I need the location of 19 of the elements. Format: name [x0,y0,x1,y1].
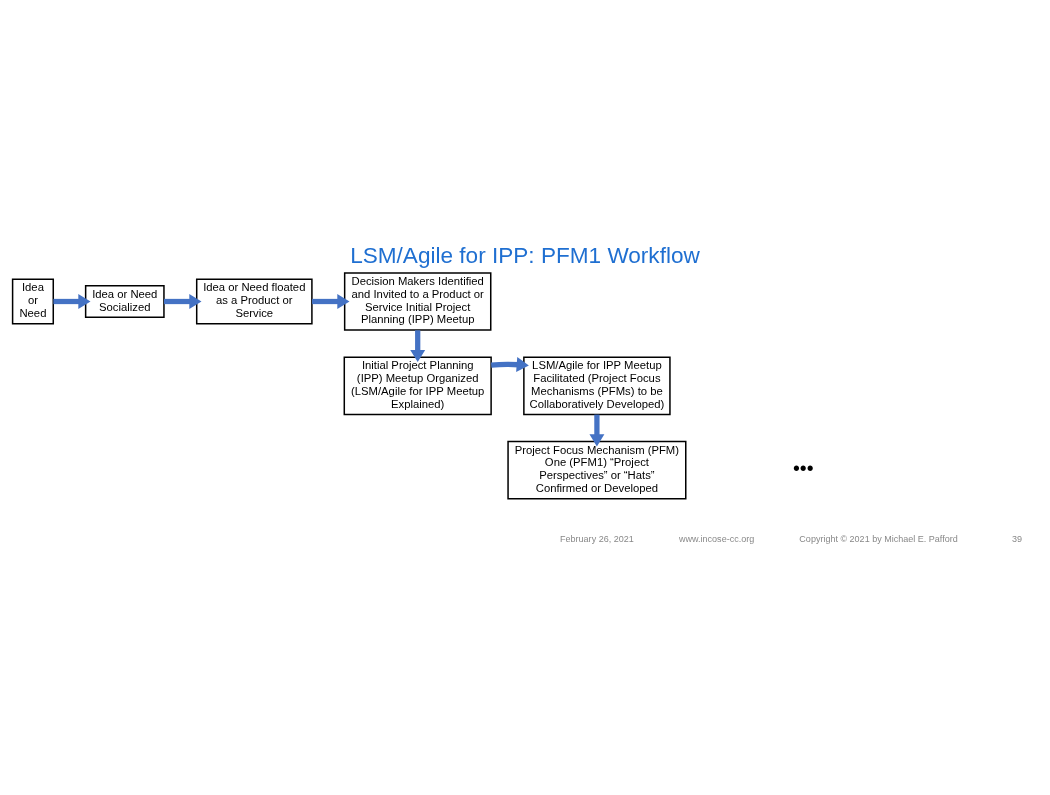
arrow [410,330,426,363]
label: Copyright © 2021 by Michael E. Pafford [799,533,958,544]
label: ••• [792,456,814,479]
label: 39 [1012,533,1023,544]
label: February 26, 2021 [560,533,634,544]
arrow [312,294,350,309]
arrow [491,357,529,372]
diagram-title: LSM/Agile for IPP: PFM1 Workflow [350,243,700,269]
node-box: Initial Project Planning (IPP) Meetup Organized (LSM/Agile for IPP Meetup Explained) [343,356,492,416]
arrow [53,294,91,309]
arrow [164,294,202,309]
node-box: Idea or Need [11,278,54,325]
node-box: Project Focus Mechanism (PFM) One (PFM1) “Project Perspectives” or “Hats” Confirmed or Developed [507,440,687,500]
node-box: Idea or Need Socialized [84,284,165,319]
node-box: Decision Makers Identified and Invited to a Product or Service Initial Project Planning (IPP) Meetup [343,272,492,331]
node-box: Idea or Need floated as a Product or Service [195,278,313,325]
label: www.incose-cc.org [679,533,755,544]
node-box: LSM/Agile for IPP Meetup Facilitated (Project Focus Mechanisms (PFMs) to be Collaboratively Developed) [523,356,671,416]
arrow [589,414,605,447]
